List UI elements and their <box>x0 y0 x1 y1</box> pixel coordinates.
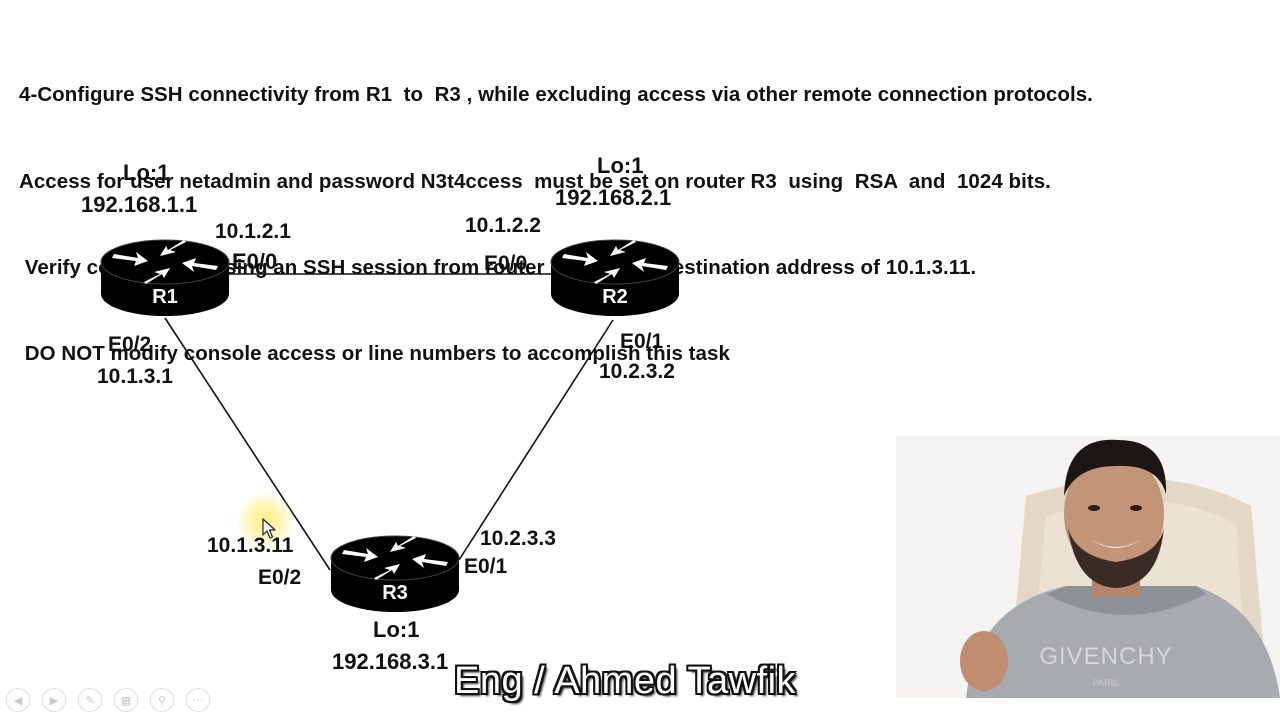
r1-e02-label: E0/2 <box>108 333 152 356</box>
presenter-caption: Eng / Ahmed Tawfik <box>454 660 797 702</box>
task-line-2: Access for user netadmin and password N3… <box>19 169 1051 193</box>
previous-icon[interactable]: ◀ <box>6 688 30 712</box>
slides-icon[interactable]: ▦ <box>114 688 138 712</box>
presenter-video: GIVENCHY PARIS <box>896 436 1280 698</box>
presenter-webcam: GIVENCHY PARIS <box>896 436 1280 698</box>
r3-e01-ip: 10.2.3.3 <box>480 527 556 550</box>
task-instructions: 4-Configure SSH connectivity from R1 to … <box>19 24 1093 397</box>
r1-loopback-ip: 192.168.1.1 <box>81 192 198 217</box>
r2-loopback-label: Lo:1 <box>597 153 644 178</box>
router-icon <box>100 239 230 316</box>
r2-e01-label: E0/1 <box>620 330 664 353</box>
r2-loopback-ip: 192.168.2.1 <box>555 185 672 210</box>
r3-e01-label: E0/1 <box>464 555 508 578</box>
slideshow-controls: ◀ ▶ ✎ ▦ ⚲ ⋯ <box>6 688 210 714</box>
r2-e00-label: E0/0 <box>484 252 528 275</box>
router-icon <box>330 535 460 612</box>
link-r1-r3 <box>164 317 331 571</box>
router-r2: R2 <box>550 232 680 322</box>
svg-text:PARIS: PARIS <box>1093 678 1119 688</box>
r2-e00-ip: 10.1.2.2 <box>465 214 541 237</box>
router-r3-name: R3 <box>382 582 408 604</box>
router-r2-name: R2 <box>602 286 628 308</box>
next-icon[interactable]: ▶ <box>42 688 66 712</box>
r2-e01-ip: 10.2.3.2 <box>599 360 675 383</box>
r1-e00-ip: 10.1.2.1 <box>215 220 291 243</box>
router-icon <box>550 239 680 316</box>
task-line-4: DO NOT modify console access or line num… <box>19 341 730 365</box>
zoom-icon[interactable]: ⚲ <box>150 688 174 712</box>
link-r2-r3 <box>458 319 614 561</box>
r1-e02-ip: 10.1.3.1 <box>97 365 173 388</box>
more-icon[interactable]: ⋯ <box>186 688 210 712</box>
r3-loopback-label: Lo:1 <box>373 617 420 642</box>
r3-e02-label: E0/2 <box>258 566 302 589</box>
r1-e00-label: E0/0 <box>232 249 278 274</box>
router-r1-name: R1 <box>152 286 178 308</box>
r3-e02-ip: 10.1.3.11 <box>207 534 294 557</box>
r3-loopback-ip: 192.168.3.1 <box>332 649 449 674</box>
task-line-1: 4-Configure SSH connectivity from R1 to … <box>19 83 1093 107</box>
svg-text:GIVENCHY: GIVENCHY <box>1039 643 1172 670</box>
mouse-pointer-icon <box>262 518 276 539</box>
r1-loopback-label: Lo:1 <box>123 160 170 185</box>
router-r1: R1 <box>100 232 230 322</box>
pen-icon[interactable]: ✎ <box>78 688 102 712</box>
router-r3: R3 <box>330 528 460 618</box>
